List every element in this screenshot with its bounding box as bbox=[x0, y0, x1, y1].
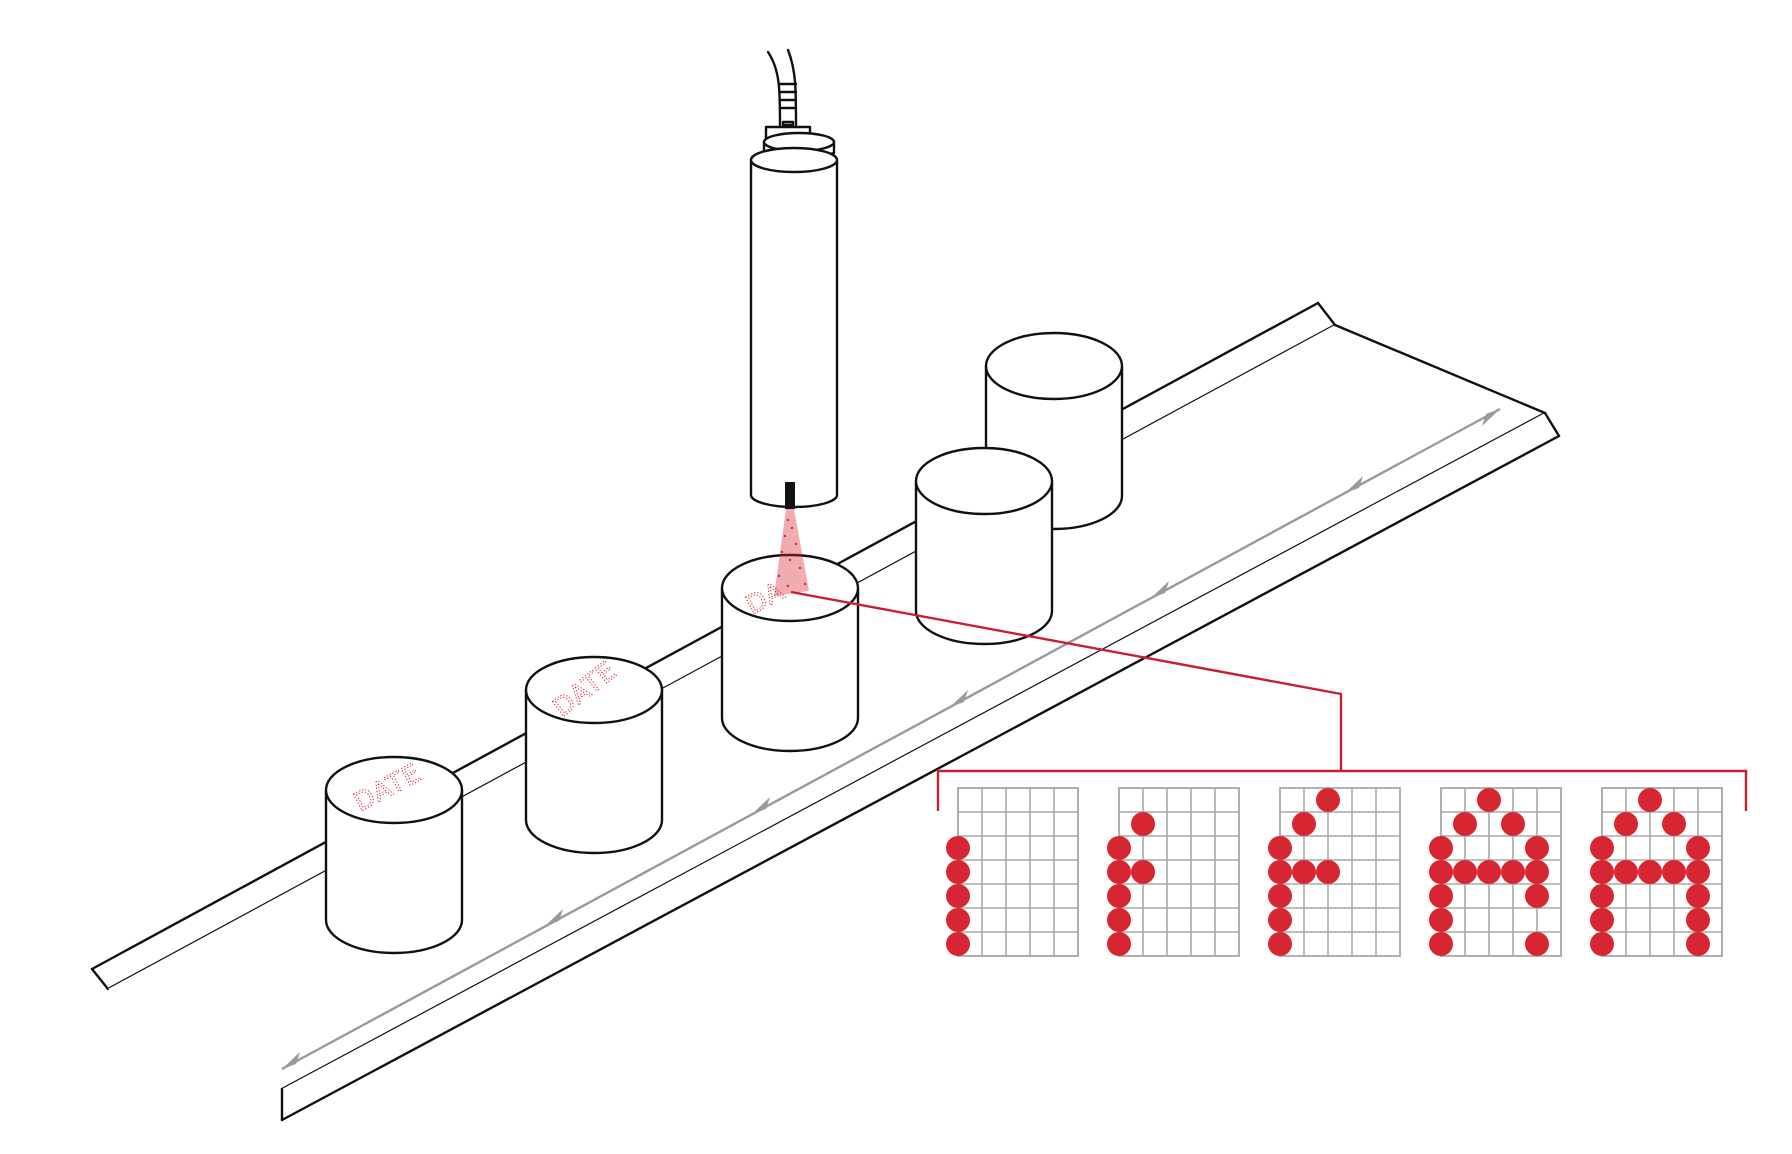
dot-matrix-frame-4 bbox=[1429, 787, 1562, 957]
can-2-printed: DATE bbox=[524, 655, 664, 855]
ink-dot bbox=[1429, 884, 1453, 908]
ink-dot bbox=[1268, 836, 1292, 860]
ink-dot bbox=[946, 884, 970, 908]
ink-dot bbox=[1429, 836, 1453, 860]
ink-dot bbox=[1662, 860, 1686, 884]
ink-dot bbox=[1525, 884, 1549, 908]
ink-dot bbox=[1638, 860, 1662, 884]
ink-dot bbox=[1268, 908, 1292, 932]
ink-dot bbox=[1268, 860, 1292, 884]
ink-dot bbox=[1429, 932, 1453, 956]
ink-dot bbox=[1686, 836, 1710, 860]
ink-dot bbox=[1429, 860, 1453, 884]
arrow-head bbox=[1482, 409, 1500, 426]
ink-dot bbox=[1316, 788, 1340, 812]
ink-dot bbox=[1525, 860, 1549, 884]
ink-dot bbox=[1686, 932, 1710, 956]
arrow-head bbox=[752, 797, 770, 814]
ink-dot bbox=[1131, 812, 1155, 836]
ink-dot bbox=[1590, 836, 1614, 860]
arrow-head bbox=[1151, 581, 1169, 598]
ink-dot bbox=[1638, 788, 1662, 812]
ink-dot bbox=[1107, 884, 1131, 908]
ink-dot bbox=[946, 932, 970, 956]
ink-dot bbox=[1453, 860, 1477, 884]
ink-dot bbox=[1525, 932, 1549, 956]
callout-leader-line bbox=[790, 590, 1343, 771]
ink-dot bbox=[1107, 908, 1131, 932]
arrow-head bbox=[282, 1052, 300, 1069]
flow-line bbox=[281, 407, 1501, 1071]
callout-connector bbox=[790, 590, 1748, 811]
ink-spray bbox=[774, 509, 809, 596]
ink-dot bbox=[1590, 908, 1614, 932]
can-1-printed: DATE bbox=[324, 755, 464, 955]
arrow-head bbox=[950, 690, 968, 707]
can-3-printing: DA bbox=[720, 509, 860, 753]
ink-dot bbox=[1614, 812, 1638, 836]
ink-dot bbox=[1686, 884, 1710, 908]
ink-dot bbox=[1107, 836, 1131, 860]
arrow-head bbox=[1345, 476, 1363, 493]
ink-dot bbox=[1590, 884, 1614, 908]
dot-matrix-sequence bbox=[946, 787, 1723, 957]
dot-matrix-frame-5 bbox=[1590, 787, 1723, 957]
ink-dot bbox=[1477, 860, 1501, 884]
ink-dot bbox=[1590, 932, 1614, 956]
ink-dot bbox=[1107, 860, 1131, 884]
inkjet-print-head bbox=[749, 48, 839, 509]
ink-dot bbox=[1477, 788, 1501, 812]
ink-dot bbox=[1316, 860, 1340, 884]
arrow-head bbox=[545, 909, 563, 926]
dot-matrix-frame-3 bbox=[1268, 787, 1401, 957]
ink-dot bbox=[1453, 812, 1477, 836]
ink-dot bbox=[1525, 836, 1549, 860]
ink-dot bbox=[1614, 860, 1638, 884]
ink-dot bbox=[946, 860, 970, 884]
ink-dot bbox=[1292, 812, 1316, 836]
print-nozzle bbox=[785, 482, 795, 509]
callout-bracket bbox=[936, 769, 1748, 811]
ink-dot bbox=[1501, 860, 1525, 884]
ink-dot bbox=[946, 908, 970, 932]
grid-frame bbox=[957, 787, 1079, 957]
ink-dot bbox=[1429, 908, 1453, 932]
print-head-cable bbox=[786, 48, 798, 127]
ink-dot bbox=[1268, 932, 1292, 956]
ink-dot bbox=[1131, 860, 1155, 884]
ink-dot bbox=[1107, 932, 1131, 956]
ink-dot bbox=[1268, 884, 1292, 908]
dot-matrix-frame-1 bbox=[946, 787, 1079, 957]
ink-dot bbox=[1686, 908, 1710, 932]
ink-dot bbox=[1662, 812, 1686, 836]
ink-dot bbox=[1292, 860, 1316, 884]
ink-dot bbox=[1686, 860, 1710, 884]
flow-direction-arrows bbox=[281, 407, 1501, 1071]
dot-matrix-frame-2 bbox=[1107, 787, 1240, 957]
ink-dot bbox=[946, 836, 970, 860]
can-4 bbox=[914, 446, 1054, 646]
ink-dot bbox=[1501, 812, 1525, 836]
ink-dot bbox=[1590, 860, 1614, 884]
print-head-cable bbox=[766, 50, 782, 127]
